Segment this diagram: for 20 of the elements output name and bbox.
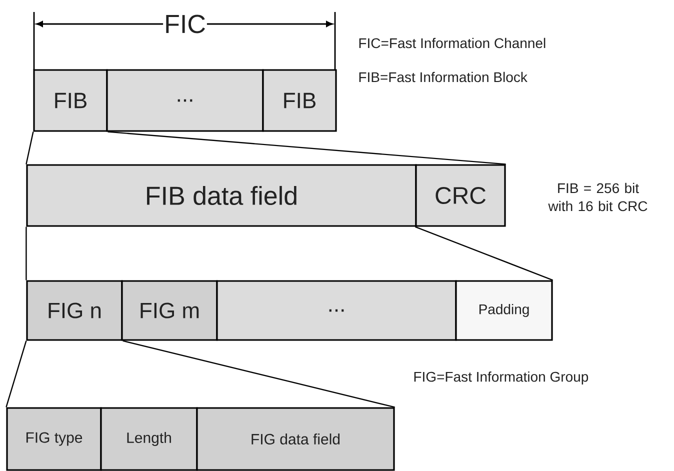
field-cell: FIG m (121, 280, 218, 341)
note-text: FIC=Fast Information Channel (357, 36, 548, 50)
expansion-line (26, 226, 27, 280)
note-text: FIB=Fast Information Block (357, 70, 528, 84)
field-cell: Padding (455, 280, 553, 341)
expansion-line (414, 226, 554, 281)
field-cell: FIB (33, 69, 108, 132)
field-cell: FIG n (26, 280, 123, 341)
field-cell: FIG type (6, 407, 102, 471)
field-cell: ... (216, 280, 457, 341)
expansion-line (26, 132, 34, 164)
field-cell: FIB (262, 69, 337, 132)
dimension-label: FIC (163, 14, 207, 34)
expansion-line (122, 340, 395, 408)
note-text: FIG=Fast Information Group (412, 370, 590, 386)
note-text: FIB = 256 bit with 16 bit CRC (542, 182, 654, 212)
field-cell: CRC (415, 164, 506, 227)
expansion-line (108, 131, 506, 165)
field-cell: Length (100, 407, 198, 471)
expansion-line (6, 340, 27, 408)
